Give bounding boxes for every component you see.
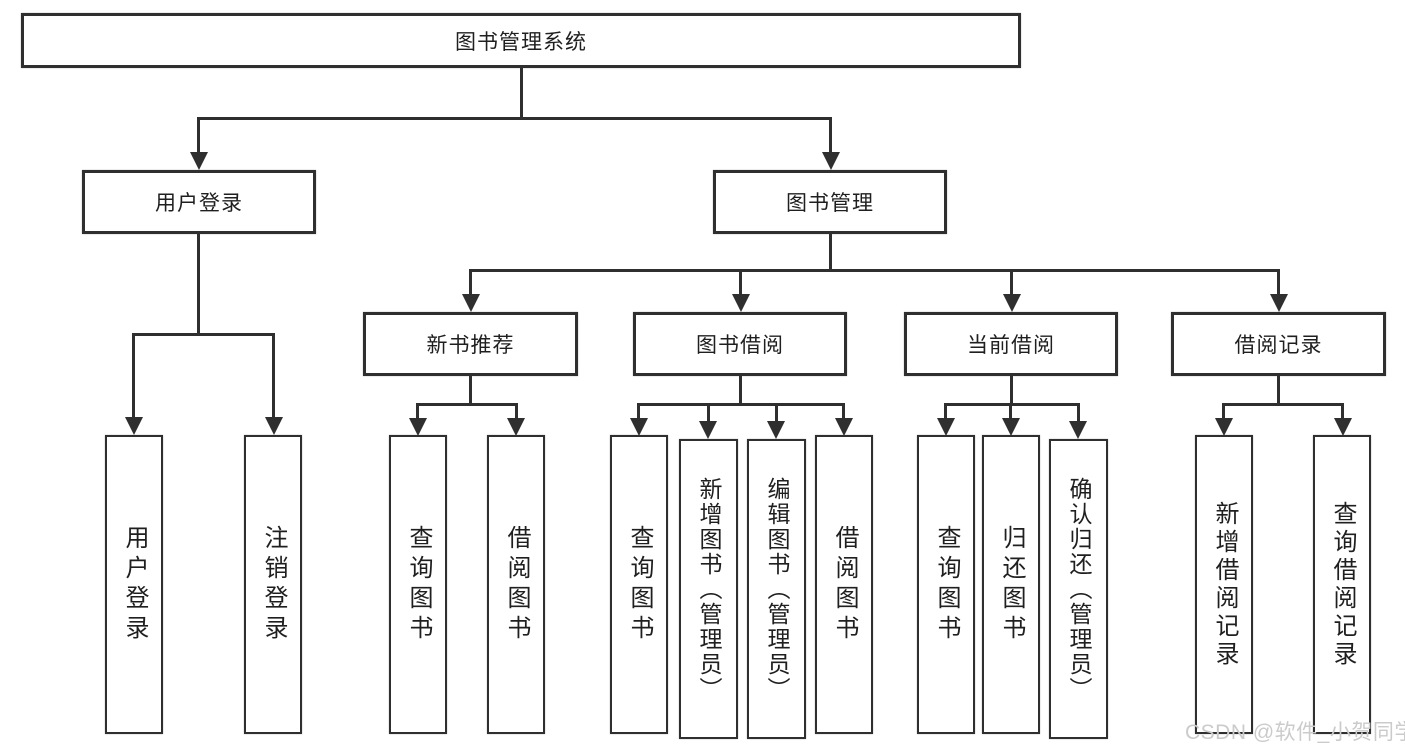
arrow-down-icon [1215, 418, 1233, 436]
leaf-label-query-books-1: 查询图书 [405, 524, 432, 645]
leaf-box-user-login: 用户登录 [105, 435, 163, 734]
node-label-current-borrow: 当前借阅 [967, 334, 1055, 357]
connector-drop [707, 403, 710, 422]
connector-book-mgmt-bar [469, 269, 1280, 272]
connector-drop [272, 333, 275, 418]
arrow-down-icon [1003, 294, 1021, 312]
leaf-box-query-books-2: 查询图书 [610, 435, 668, 734]
connector-drop [1009, 403, 1012, 420]
connector-drop [1277, 269, 1280, 296]
leaf-label-logout: 注销登录 [260, 524, 287, 645]
connector-bar [637, 403, 845, 406]
csdn-watermark: CSDN @软件_小贺同学 [1185, 721, 1405, 744]
connector-drop [842, 403, 845, 420]
node-box-borrow-records: 借阅记录 [1171, 312, 1386, 376]
connector-stem [469, 374, 472, 406]
arrow-down-icon [937, 418, 955, 436]
node-box-new-book-recommend: 新书推荐 [363, 312, 578, 376]
node-box-book-borrow: 图书借阅 [633, 312, 847, 376]
leaf-box-borrow-books-2: 借阅图书 [815, 435, 873, 734]
connector-drop [469, 269, 472, 296]
arrow-down-icon [409, 418, 427, 436]
connector-drop [416, 403, 419, 420]
node-label-book-management: 图书管理 [786, 192, 874, 215]
arrow-down-icon [767, 421, 785, 439]
connector-user-login-stem [197, 232, 200, 336]
arrow-down-icon [822, 152, 840, 170]
node-label-root: 图书管理系统 [455, 30, 587, 54]
connector-root-bar [197, 117, 832, 120]
arrow-down-icon [1002, 418, 1020, 436]
leaf-label-borrow-books-2: 借阅图书 [831, 524, 858, 645]
connector-bar [416, 403, 518, 406]
node-label-borrow-records: 借阅记录 [1234, 334, 1323, 357]
arrow-down-icon [462, 294, 480, 312]
connector-root-stem [520, 66, 523, 120]
arrow-down-icon [1334, 418, 1352, 436]
leaf-label-query-books-3: 查询图书 [933, 524, 960, 645]
connector-stem [1277, 374, 1280, 406]
leaf-label-add-books-admin: 新增图书（管理员） [696, 476, 722, 702]
arrow-down-icon [630, 418, 648, 436]
node-box-root: 图书管理系统 [21, 13, 1021, 68]
leaf-label-query-borrow-record: 查询借阅记录 [1329, 500, 1356, 669]
leaf-label-edit-books-admin: 编辑图书（管理员） [764, 476, 790, 702]
leaf-box-query-books-3: 查询图书 [917, 435, 975, 734]
connector-drop [637, 403, 640, 420]
connector-drop [1222, 403, 1225, 420]
connector-drop [1341, 403, 1344, 420]
arrow-down-icon [835, 418, 853, 436]
arrow-down-icon [507, 418, 525, 436]
connector-drop [1077, 403, 1080, 422]
connector-book-mgmt-stem [829, 232, 832, 272]
leaf-box-add-borrow-record: 新增借阅记录 [1195, 435, 1253, 734]
connector-bar [1222, 403, 1344, 406]
connector-user-login-bar [132, 333, 275, 336]
leaf-box-confirm-return-admin: 确认归还（管理员） [1049, 439, 1108, 739]
arrow-down-icon [1069, 421, 1087, 439]
leaf-box-borrow-books-1: 借阅图书 [487, 435, 545, 734]
node-label-user-login: 用户登录 [155, 192, 243, 215]
connector-drop [739, 269, 742, 296]
node-box-current-borrow: 当前借阅 [904, 312, 1118, 376]
leaf-label-confirm-return-admin: 确认归还（管理员） [1066, 476, 1092, 702]
node-box-user-login: 用户登录 [82, 170, 316, 234]
arrow-down-icon [190, 152, 208, 170]
leaf-box-edit-books-admin: 编辑图书（管理员） [747, 439, 806, 739]
node-box-book-management: 图书管理 [713, 170, 947, 234]
arrow-down-icon [699, 421, 717, 439]
leaf-box-return-books: 归还图书 [982, 435, 1040, 734]
connector-drop [515, 403, 518, 420]
leaf-label-user-login: 用户登录 [121, 524, 148, 645]
node-label-new-book-recommend: 新书推荐 [426, 334, 515, 357]
leaf-label-add-borrow-record: 新增借阅记录 [1211, 500, 1238, 669]
connector-stem [739, 374, 742, 406]
connector-drop [1010, 269, 1013, 296]
connector-drop [775, 403, 778, 422]
connector-user-login-drop [197, 117, 200, 154]
connector-drop [944, 403, 947, 420]
leaf-label-borrow-books-1: 借阅图书 [503, 524, 530, 645]
connector-drop [132, 333, 135, 418]
connector-stem [1010, 374, 1013, 406]
leaf-label-return-books: 归还图书 [998, 524, 1025, 645]
leaf-box-logout: 注销登录 [244, 435, 302, 734]
connector-book-mgmt-drop [829, 117, 832, 154]
leaf-label-query-books-2: 查询图书 [626, 524, 653, 645]
leaf-box-query-books-1: 查询图书 [389, 435, 447, 734]
arrow-down-icon [265, 417, 283, 435]
arrow-down-icon [125, 417, 143, 435]
arrow-down-icon [732, 294, 750, 312]
node-label-book-borrow: 图书借阅 [696, 334, 784, 357]
arrow-down-icon [1270, 294, 1288, 312]
leaf-box-add-books-admin: 新增图书（管理员） [679, 439, 738, 739]
leaf-box-query-borrow-record: 查询借阅记录 [1313, 435, 1371, 734]
